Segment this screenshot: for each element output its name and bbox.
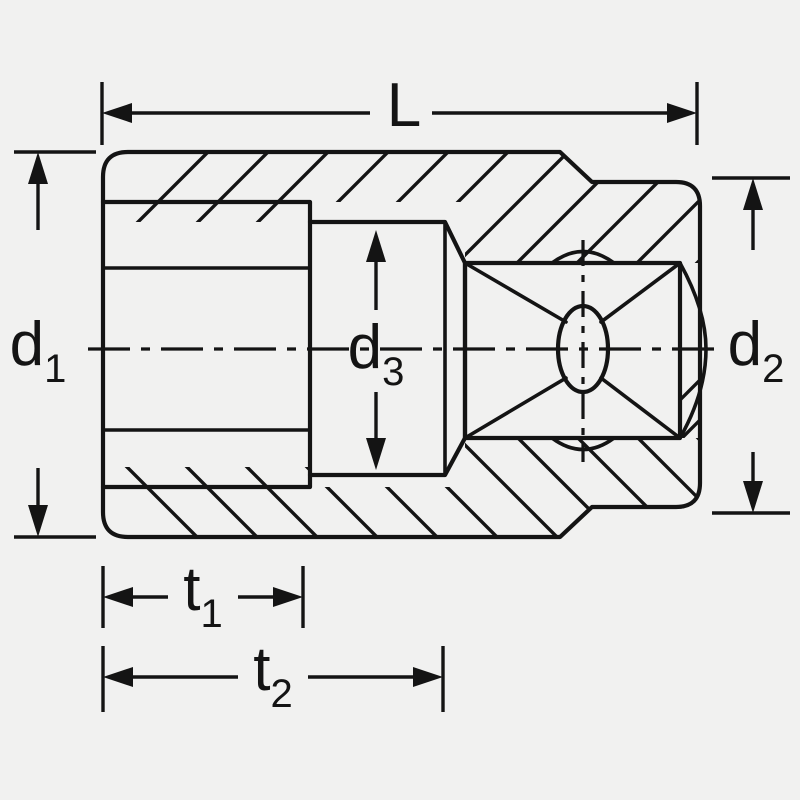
dimension-diameter-d1: d1 (10, 150, 96, 539)
dim-t1-arrowhead-left (103, 587, 133, 607)
dim-label-d1-sub: 1 (44, 347, 66, 391)
dim-label-d2-sub: 2 (762, 347, 784, 391)
dimension-depth-t1: t1 (101, 555, 305, 636)
socket-body-outline (100, 149, 703, 540)
dim-label-t2-base: t (253, 635, 270, 704)
dimension-length-L: L (100, 71, 699, 145)
dim-label-t1-base: t (183, 555, 200, 624)
dim-label-t2: t2 (253, 635, 292, 715)
dim-d1-arrowhead-top (28, 152, 48, 184)
dim-t2-arrowhead-right (413, 667, 443, 687)
dim-label-d3-base: d (348, 313, 382, 382)
dimension-diameter-d3: d3 (348, 230, 405, 470)
dim-d3-arrowhead-bottom (366, 438, 386, 470)
square-drive-diagonals (463, 261, 682, 440)
dim-label-d2-base: d (728, 310, 762, 379)
dim-L-arrowhead-left (102, 103, 132, 123)
dim-t1-arrowhead-right (273, 587, 303, 607)
dim-label-t1-sub: 1 (200, 592, 222, 636)
dim-label-d2: d2 (728, 310, 785, 390)
dim-label-d3: d3 (348, 313, 405, 393)
dim-d1-arrowhead-bottom (28, 505, 48, 537)
dim-label-d1-base: d (10, 310, 44, 379)
dimension-depth-t2: t2 (101, 635, 445, 716)
dim-L-arrowhead-right (667, 103, 697, 123)
dim-label-t2-sub: 2 (270, 672, 292, 716)
hex-socket-cavity (100, 199, 313, 490)
dim-d3-arrowhead-top (366, 230, 386, 262)
dim-d2-arrowhead-bottom (743, 481, 763, 513)
dim-label-d1: d1 (10, 310, 67, 390)
dim-label-t1: t1 (183, 555, 222, 635)
dim-d2-arrowhead-top (743, 178, 763, 210)
dim-label-d3-sub: 3 (382, 350, 404, 394)
dim-label-L: L (387, 71, 421, 140)
dim-label-L-base: L (387, 71, 421, 140)
dim-t2-arrowhead-left (103, 667, 133, 687)
dimension-diameter-d2: d2 (712, 176, 790, 515)
